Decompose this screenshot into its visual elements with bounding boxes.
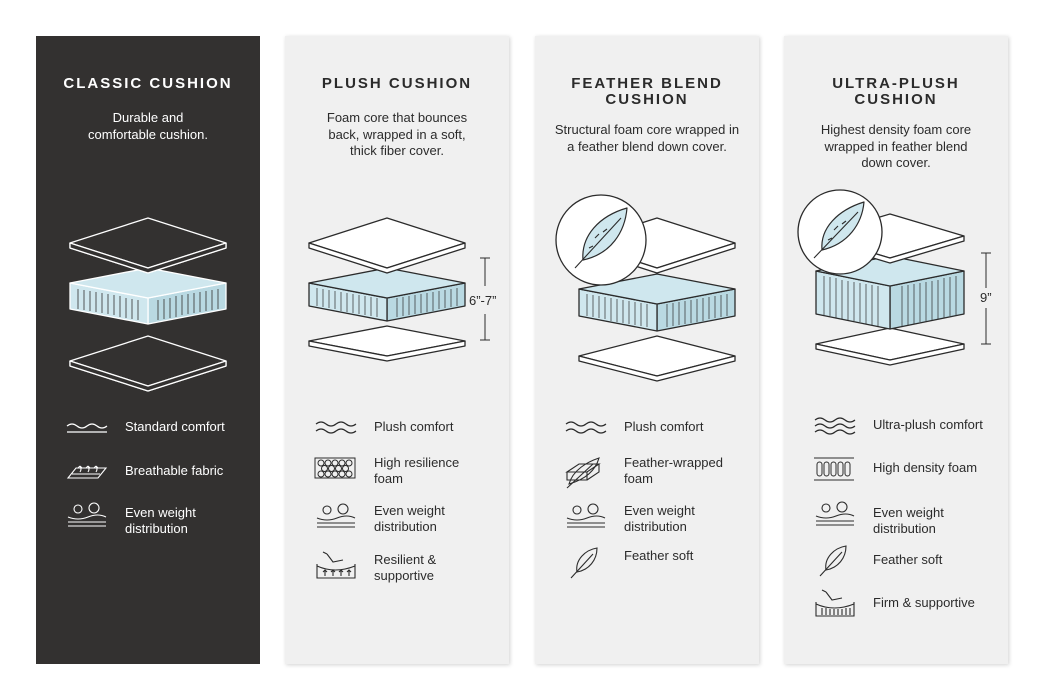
cushion-layers-diagram — [797, 189, 991, 366]
press-support-icon — [316, 551, 356, 579]
honeycomb-foam-icon — [314, 457, 356, 479]
feature-item: Plush comfort — [285, 416, 509, 456]
feather-wrapped-icon — [565, 457, 601, 489]
feature-label: Even weight distribution — [374, 503, 445, 534]
feature-item: Standard comfort — [36, 416, 260, 456]
triple-waves-icon — [814, 417, 856, 435]
cushion-layers-diagram — [555, 194, 736, 382]
height-dimension-marker — [480, 257, 490, 341]
feature-item: Plush comfort — [535, 416, 759, 456]
feature-label: Feather soft — [624, 548, 694, 563]
feature-label: Resilient & supportive — [374, 552, 437, 583]
panel-description: Structural foam core wrapped in a feathe… — [554, 122, 740, 154]
feature-item: Ultra-plush comfort — [784, 414, 1008, 454]
weight-distribution-icon — [815, 501, 855, 526]
feature-label: High resilience foam — [374, 455, 460, 486]
press-support-icon — [815, 589, 855, 617]
feature-item: Even weight distribution — [36, 500, 260, 540]
feature-label: Even weight distribution — [873, 505, 944, 536]
weight-distribution-icon — [67, 502, 107, 527]
panel-title: FEATHER BLEND CUSHION — [571, 75, 723, 108]
weight-distribution-icon — [316, 503, 356, 528]
height-dimension-label: 9” — [980, 290, 992, 305]
feature-label: Even weight distribution — [125, 505, 196, 536]
feature-item: Breathable fabric — [36, 458, 260, 498]
cushion-layers-diagram — [69, 217, 227, 392]
waves-icon — [315, 421, 357, 434]
weight-distribution-icon — [566, 503, 606, 528]
waves-icon — [565, 421, 607, 434]
panel-feather-blend-cushion: FEATHER BLEND CUSHION Structural foam co… — [535, 36, 759, 664]
height-dimension-label: 6”-7” — [469, 293, 497, 308]
height-dimension-marker — [981, 252, 991, 345]
panel-title: CLASSIC CUSHION — [63, 75, 233, 92]
feature-item: Feather soft — [535, 546, 759, 586]
panel-plush-cushion: PLUSH CUSHION Foam core that bounces bac… — [285, 36, 509, 664]
density-foam-icon — [814, 457, 854, 481]
feature-label: Ultra-plush comfort — [873, 417, 983, 432]
feature-item: Even weight distribution — [535, 501, 759, 541]
cushion-layers-diagram — [308, 217, 490, 362]
wave-icon — [66, 423, 108, 433]
feature-label: Plush comfort — [624, 419, 704, 434]
feature-item: Even weight distribution — [784, 499, 1008, 539]
panel-title: ULTRA-PLUSH CUSHION — [832, 75, 960, 108]
feature-label: Firm & supportive — [873, 595, 975, 610]
feature-item: Feather soft — [784, 544, 1008, 584]
feature-item: High resilience foam — [285, 454, 509, 494]
panel-description: Highest density foam core wrapped in fea… — [820, 122, 972, 170]
panel-description: Durable and comfortable cushion. — [88, 110, 208, 142]
feature-item: Resilient & supportive — [285, 548, 509, 588]
feather-icon — [819, 545, 847, 577]
feature-label: Feather soft — [873, 552, 943, 567]
feature-item: Firm & supportive — [784, 586, 1008, 626]
panel-classic-cushion: CLASSIC CUSHION Durable and comfortable … — [36, 36, 260, 664]
feature-item: Feather-wrapped foam — [535, 454, 759, 494]
feather-icon — [570, 547, 598, 579]
feature-item: Even weight distribution — [285, 501, 509, 541]
feature-item: High density foam — [784, 456, 1008, 496]
feature-label: Feather-wrapped foam — [624, 455, 723, 486]
feature-label: Even weight distribution — [624, 503, 695, 534]
feather-badge-icon — [555, 194, 647, 286]
feature-label: Breathable fabric — [125, 463, 224, 478]
breathable-fabric-icon — [66, 465, 108, 479]
panel-title: PLUSH CUSHION — [321, 75, 473, 92]
feather-badge-icon — [797, 189, 883, 275]
feature-label: Plush comfort — [374, 419, 454, 434]
panel-ultra-plush-cushion: ULTRA-PLUSH CUSHION Highest density foam… — [784, 36, 1008, 664]
feature-label: Standard comfort — [125, 419, 225, 434]
panel-description: Foam core that bounces back, wrapped in … — [326, 110, 468, 158]
feature-label: High density foam — [873, 460, 978, 475]
